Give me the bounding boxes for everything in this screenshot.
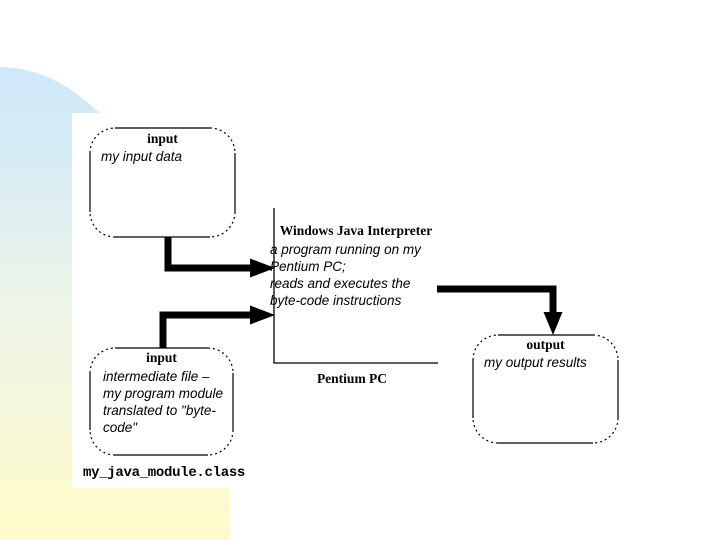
intermediate-file-box-title: input	[146, 350, 177, 365]
intermediate-file-box-body: intermediate file – my program module tr…	[103, 369, 224, 435]
interpreter-body: a program running on my Pentium PC; read…	[270, 242, 421, 308]
java-class-file-label: my_java_module.class	[83, 465, 246, 481]
input-data-box-title: input	[147, 131, 178, 146]
interpreter-title: Windows Java Interpreter	[279, 223, 433, 238]
output-box-title: output	[526, 337, 565, 352]
output-box-body: my output results	[484, 355, 587, 370]
pentium-pc-label: Pentium PC	[316, 371, 388, 386]
input-data-box-body: my input data	[101, 149, 183, 164]
